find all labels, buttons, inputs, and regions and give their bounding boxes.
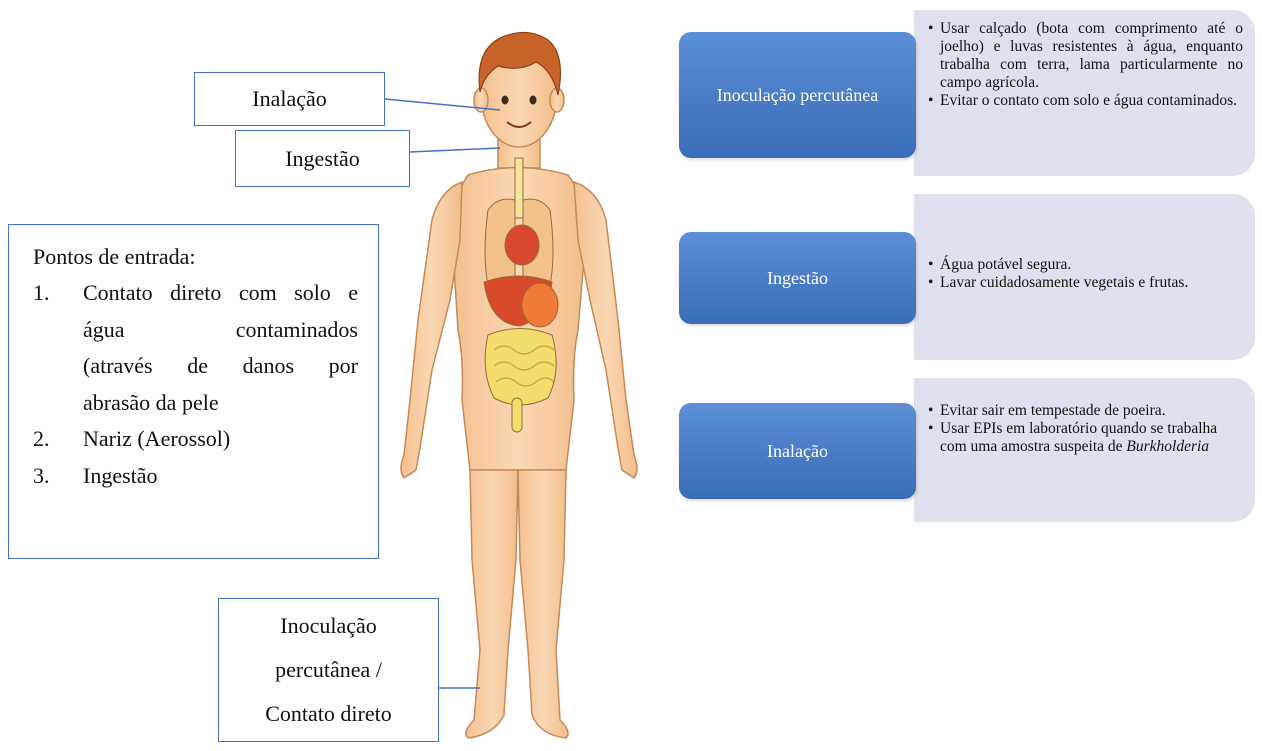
entry-point-text-line: água contaminados [83, 312, 358, 349]
route-label: Inoculação percutânea [717, 85, 878, 106]
entry-points-list: 1. Contato direto com solo e água contam… [33, 275, 358, 494]
entry-point-number: 1. [33, 275, 50, 312]
prevention-bullet: Evitar o contato com solo e água contami… [928, 92, 1243, 110]
stomach [522, 283, 558, 327]
entry-point-item: 2. Nariz (Aerossol) [33, 421, 358, 458]
route-box-ingestao: Ingestão [679, 232, 916, 324]
heart [505, 225, 539, 265]
label-inoculacao-line3: Contato direto [265, 692, 391, 736]
entry-point-text-line: Contato direto com solo e [83, 275, 358, 312]
prevention-panel-ingestao: Água potável segura. Lavar cuidadosament… [914, 194, 1255, 360]
entry-point-text-line: (através de danos por [83, 348, 358, 385]
entry-point-item: 3. Ingestão [33, 458, 358, 495]
label-inoculacao-line2: percutânea / [275, 648, 382, 692]
prevention-panel-inalacao: Evitar sair em tempestade de poeira. Usa… [914, 378, 1255, 522]
entry-point-number: 2. [33, 421, 50, 458]
left-leg [466, 470, 518, 738]
entry-point-item: 1. Contato direto com solo e água contam… [33, 275, 358, 421]
right-leg [518, 470, 568, 738]
colon-end [512, 398, 522, 432]
intestines [485, 329, 556, 406]
label-inoculacao: Inoculação percutânea / Contato direto [218, 598, 439, 742]
trachea [515, 158, 523, 218]
prevention-bullet: Água potável segura. [928, 256, 1243, 274]
prevention-bullet: Usar EPIs em laboratório quando se traba… [928, 420, 1243, 456]
entry-point-text: Ingestão [83, 463, 158, 488]
route-box-inoculacao: Inoculação percutânea [679, 32, 916, 158]
label-inalacao: Inalação [194, 72, 385, 126]
left-arm [401, 182, 462, 478]
prevention-bullet: Lavar cuidadosamente vegetais e frutas. [928, 274, 1243, 292]
entry-point-text: Nariz (Aerossol) [83, 426, 230, 451]
prevention-bullet: Usar calçado (bota com comprimento até o… [928, 20, 1243, 92]
label-ingestao: Ingestão [235, 130, 410, 187]
label-inoculacao-line1: Inoculação [280, 604, 377, 648]
label-ingestao-text: Ingestão [285, 148, 360, 170]
right-arm [574, 182, 637, 478]
prevention-panel-inoculacao: Usar calçado (bota com comprimento até o… [914, 10, 1255, 176]
label-inalacao-text: Inalação [252, 88, 327, 110]
route-label: Ingestão [767, 268, 828, 289]
prevention-italic-term: Burkholderia [1126, 438, 1209, 455]
entry-point-text-line: abrasão da pele [83, 385, 358, 422]
entry-points-box: Pontos de entrada: 1. Contato direto com… [8, 224, 379, 559]
entry-points-title: Pontos de entrada: [33, 239, 358, 275]
route-box-inalacao: Inalação [679, 403, 916, 499]
prevention-bullet: Evitar sair em tempestade de poeira. [928, 402, 1243, 420]
route-label: Inalação [767, 441, 828, 462]
entry-point-number: 3. [33, 458, 50, 495]
